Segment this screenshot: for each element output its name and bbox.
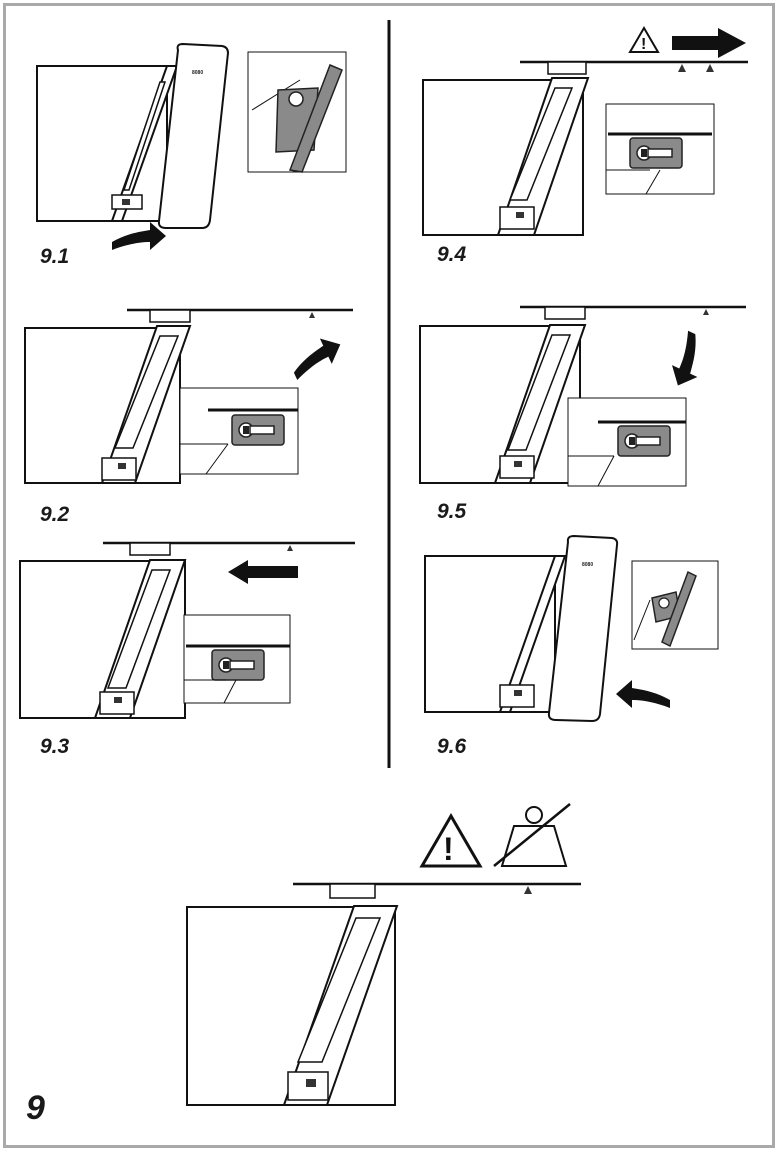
- figure-label: 9: [26, 1089, 45, 1127]
- step-label: 9.1: [40, 245, 69, 268]
- step-9-2-panel: 9.2: [24, 308, 353, 526]
- step-9-6-panel: 8080 9.6: [424, 534, 719, 758]
- hook-clip: [629, 137, 683, 169]
- warning-triangle-icon: [419, 813, 483, 868]
- direction-arrow-icon: [616, 680, 670, 708]
- brand-logo: 8080: [582, 562, 593, 568]
- step-label: 9.5: [437, 500, 467, 523]
- warning-triangle-icon: [628, 26, 660, 53]
- front-panel: [157, 42, 230, 229]
- direction-arrow-icon: [228, 560, 298, 584]
- direction-arrow-icon: [112, 222, 166, 250]
- svg-text:!: !: [641, 36, 646, 53]
- final-assembly-panel: ! 9: [26, 803, 581, 1127]
- direction-arrow-icon: [672, 28, 746, 58]
- step-9-1-panel: 8080 9.1: [36, 42, 347, 268]
- page-frame: [3, 3, 775, 1148]
- step-label: 9.6: [437, 735, 467, 758]
- hook-clip: [211, 649, 265, 681]
- hook-clip: [617, 425, 671, 457]
- step-9-4-panel: ! 9.4: [422, 26, 748, 266]
- direction-arrow-icon: [285, 331, 347, 380]
- brand-logo: 8080: [192, 70, 203, 76]
- hook-clip: [231, 414, 285, 446]
- svg-text:!: !: [443, 831, 454, 867]
- detail-inset: [183, 614, 291, 704]
- step-9-3-panel: 9.3: [19, 541, 355, 758]
- step-9-5-panel: 9.5: [419, 305, 746, 523]
- step-label: 9.3: [40, 735, 70, 758]
- step-label: 9.2: [40, 503, 70, 526]
- direction-arrow-icon: [665, 330, 714, 392]
- heater-side-frame: [498, 555, 567, 713]
- step-label: 9.4: [437, 243, 467, 266]
- no-load-weight-icon: [493, 803, 571, 867]
- front-panel: [547, 534, 619, 723]
